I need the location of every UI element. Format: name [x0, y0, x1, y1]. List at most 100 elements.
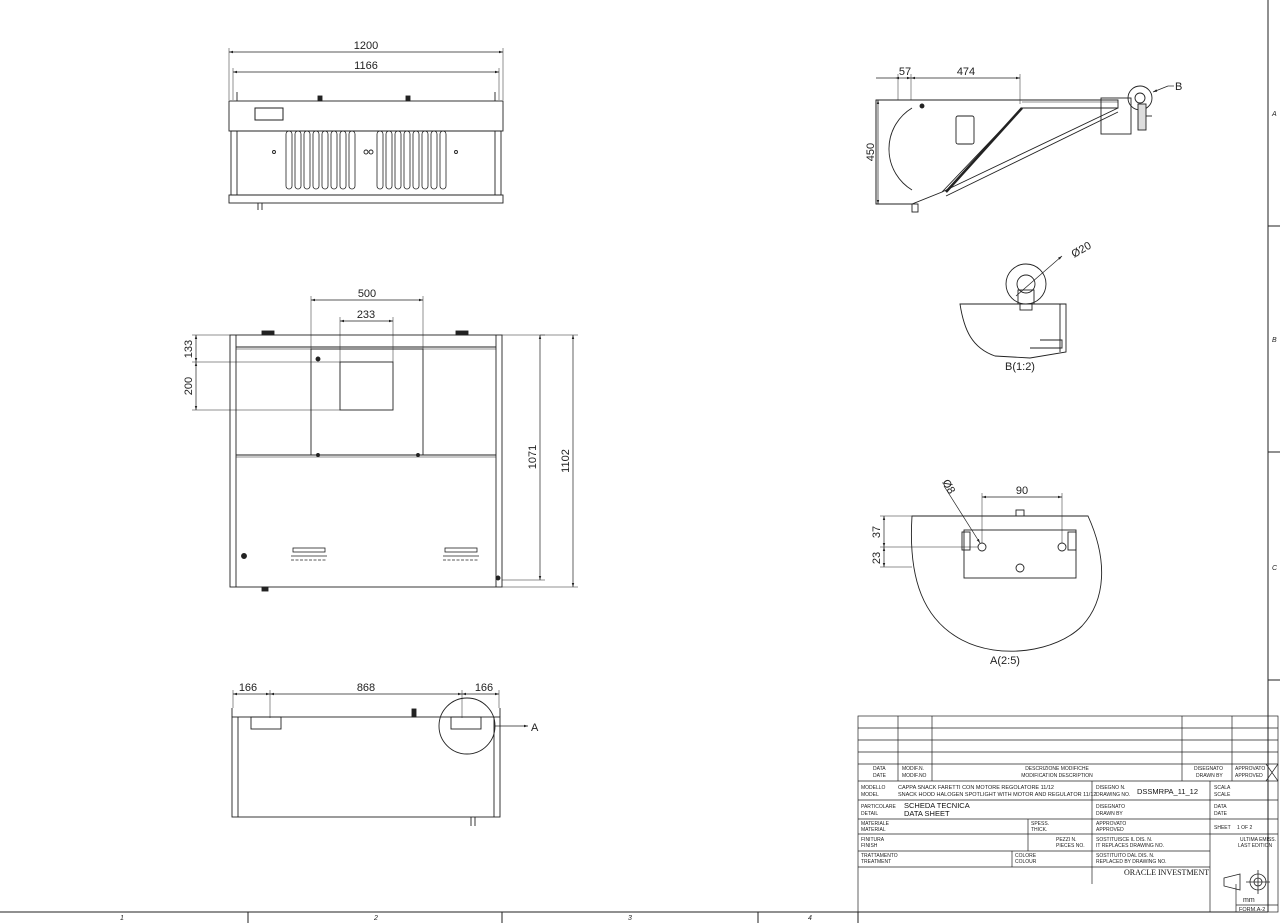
tb-modif-label: MODIF.N. [902, 766, 924, 772]
top-view [192, 296, 578, 592]
tb-disegnato-label: DISEGNATO [1194, 766, 1223, 772]
tb-last-label: LAST EDITION [1238, 843, 1272, 849]
tb-trattamento-label: TRATTAMENTO [861, 853, 898, 859]
tb-data2-label: DATA [1214, 804, 1227, 810]
grid-row-a: A [1271, 111, 1277, 118]
grid-col-3: 3 [628, 915, 632, 922]
grid-labels: 1 2 3 4 A B C [120, 111, 1278, 922]
dim-57: 57 [899, 66, 911, 78]
tb-model-en: SNACK HOOD HALOGEN SPOTLIGHT WITH MOTOR … [898, 792, 1096, 798]
tb-date2-label: DATE [1214, 811, 1228, 817]
dim-166-right: 166 [475, 682, 493, 694]
dim-1102: 1102 [560, 449, 572, 473]
side-view [875, 74, 1174, 213]
detail-b-diameter: Ø20 [1070, 240, 1094, 261]
tb-approvato-label: APPROVATO [1235, 766, 1265, 772]
tb-desc-en-label: MODIFICATION DESCRIPTION [1021, 773, 1093, 779]
grid-row-b: B [1272, 337, 1277, 344]
projection-symbol-icon [1223, 870, 1270, 894]
dim-474: 474 [957, 66, 975, 78]
tb-colour-label: COLOUR [1015, 859, 1037, 865]
dim-1071: 1071 [527, 445, 539, 469]
dim-200: 200 [183, 377, 195, 395]
tb-replaced-label: REPLACED BY DRAWING NO. [1096, 859, 1167, 865]
tb-detail-en: DATA SHEET [904, 809, 950, 818]
dim-37: 37 [871, 526, 883, 538]
grid-col-4: 4 [808, 915, 812, 922]
tb-drawing-label: DRAWING NO. [1096, 792, 1130, 798]
dim-233: 233 [357, 309, 375, 321]
callout-a: A [531, 722, 539, 734]
tb-thick-label: THICK. [1031, 827, 1047, 833]
tb-ultima-label: ULTIMA EMISS. [1240, 837, 1276, 843]
dim-500: 500 [358, 288, 376, 300]
tb-finish-label: FINISH [861, 843, 878, 849]
tb-date-label: DATE [873, 773, 887, 779]
tb-detail-label: DETAIL [861, 811, 878, 817]
title-block-grid [857, 715, 1279, 913]
tb-colore-label: COLORE [1015, 853, 1037, 859]
dim-166-left: 166 [239, 682, 257, 694]
tb-drawn-label: DRAWN BY [1196, 773, 1223, 779]
dim-23: 23 [871, 552, 883, 564]
tb-model-label: MODEL [861, 792, 879, 798]
tb-scala-label: SCALA [1214, 785, 1231, 791]
tb-sostituisce-label: SOSTITUISCE IL DIS. N. [1096, 837, 1152, 843]
front-view [228, 48, 504, 210]
bottom-view [231, 690, 528, 826]
top-view-dimensions: 500 233 133 200 1071 1102 [183, 288, 572, 473]
tb-replaces-label: IT REPLACES DRAWING NO. [1096, 843, 1164, 849]
tb-particolare-label: PARTICOLARE [861, 804, 896, 810]
title-block: DATA DATE MODIF.N. MODIF.NO DESCRIZIONE … [861, 766, 1276, 913]
front-view-dimensions: 1200 1166 [354, 40, 378, 72]
tb-finitura-label: FINITURA [861, 837, 885, 843]
tb-approvato2-label: APPROVATO [1096, 821, 1126, 827]
detail-a-labels: 90 37 23 Ø8 A(2:5) [871, 478, 1028, 668]
tb-modif-no-label: MODIF.NO [902, 773, 927, 779]
tb-drawing-no: DSSMRPA_11_12 [1137, 787, 1198, 796]
tb-material-label: MATERIAL [861, 827, 886, 833]
dim-133: 133 [183, 340, 195, 358]
tb-units: mm [1243, 897, 1255, 904]
detail-b-labels: B(1:2) Ø20 [1005, 240, 1093, 373]
tb-form: FORM.A-2 [1239, 907, 1265, 913]
tb-modello-label: MODELLO [861, 785, 886, 791]
dim-1166: 1166 [354, 60, 378, 72]
grid-row-c: C [1272, 565, 1278, 572]
detail-b-label: B(1:2) [1005, 361, 1035, 373]
tb-pezzi-label: PEZZI N. [1056, 837, 1077, 843]
grid-col-2: 2 [373, 915, 378, 922]
detail-a-label: A(2:5) [990, 655, 1020, 667]
tb-disegnato2-label: DISEGNATO [1096, 804, 1125, 810]
tb-treatment-label: TREATMENT [861, 859, 891, 865]
tb-disegno-label: DISEGNO N. [1096, 785, 1125, 791]
tb-sheet-label: SHEET [1214, 825, 1231, 831]
tb-data-label: DATA [873, 766, 886, 772]
dim-450: 450 [865, 143, 877, 161]
tb-scale-label: SCALE [1214, 792, 1231, 798]
dim-1200: 1200 [354, 40, 378, 52]
tb-approved-label: APPROVED [1235, 773, 1263, 779]
dim-868: 868 [357, 682, 375, 694]
tb-company: ORACLE INVESTMENT [1124, 868, 1209, 877]
grid-col-1: 1 [120, 915, 124, 922]
tb-materiale-label: MATERIALE [861, 821, 890, 827]
tb-detail-it: SCHEDA TECNICA [904, 801, 970, 810]
tb-drawn2-label: DRAWN BY [1096, 811, 1123, 817]
tb-approved2-label: APPROVED [1096, 827, 1124, 833]
callout-b: B [1175, 81, 1182, 93]
detail-b [959, 255, 1067, 359]
dim-90: 90 [1016, 485, 1028, 497]
detail-a [880, 485, 1102, 652]
bottom-view-dimensions: 166 868 166 A [239, 682, 539, 734]
tb-model-it: CAPPA SNACK FARETTI CON MOTORE REGOLATOR… [898, 785, 1054, 791]
side-view-dimensions: 57 474 450 B [865, 66, 1182, 161]
tb-desc-label: DESCRIZIONE MODIFICHE [1025, 766, 1089, 772]
tb-sostituito-label: SOSTITUITO DAL DIS. N. [1096, 853, 1154, 859]
tb-pieces-label: PIECES NO. [1056, 843, 1085, 849]
tb-sheet-value: 1 OF 2 [1237, 825, 1253, 831]
tb-spess-label: SPESS. [1031, 821, 1049, 827]
detail-a-diameter: Ø8 [939, 478, 957, 497]
